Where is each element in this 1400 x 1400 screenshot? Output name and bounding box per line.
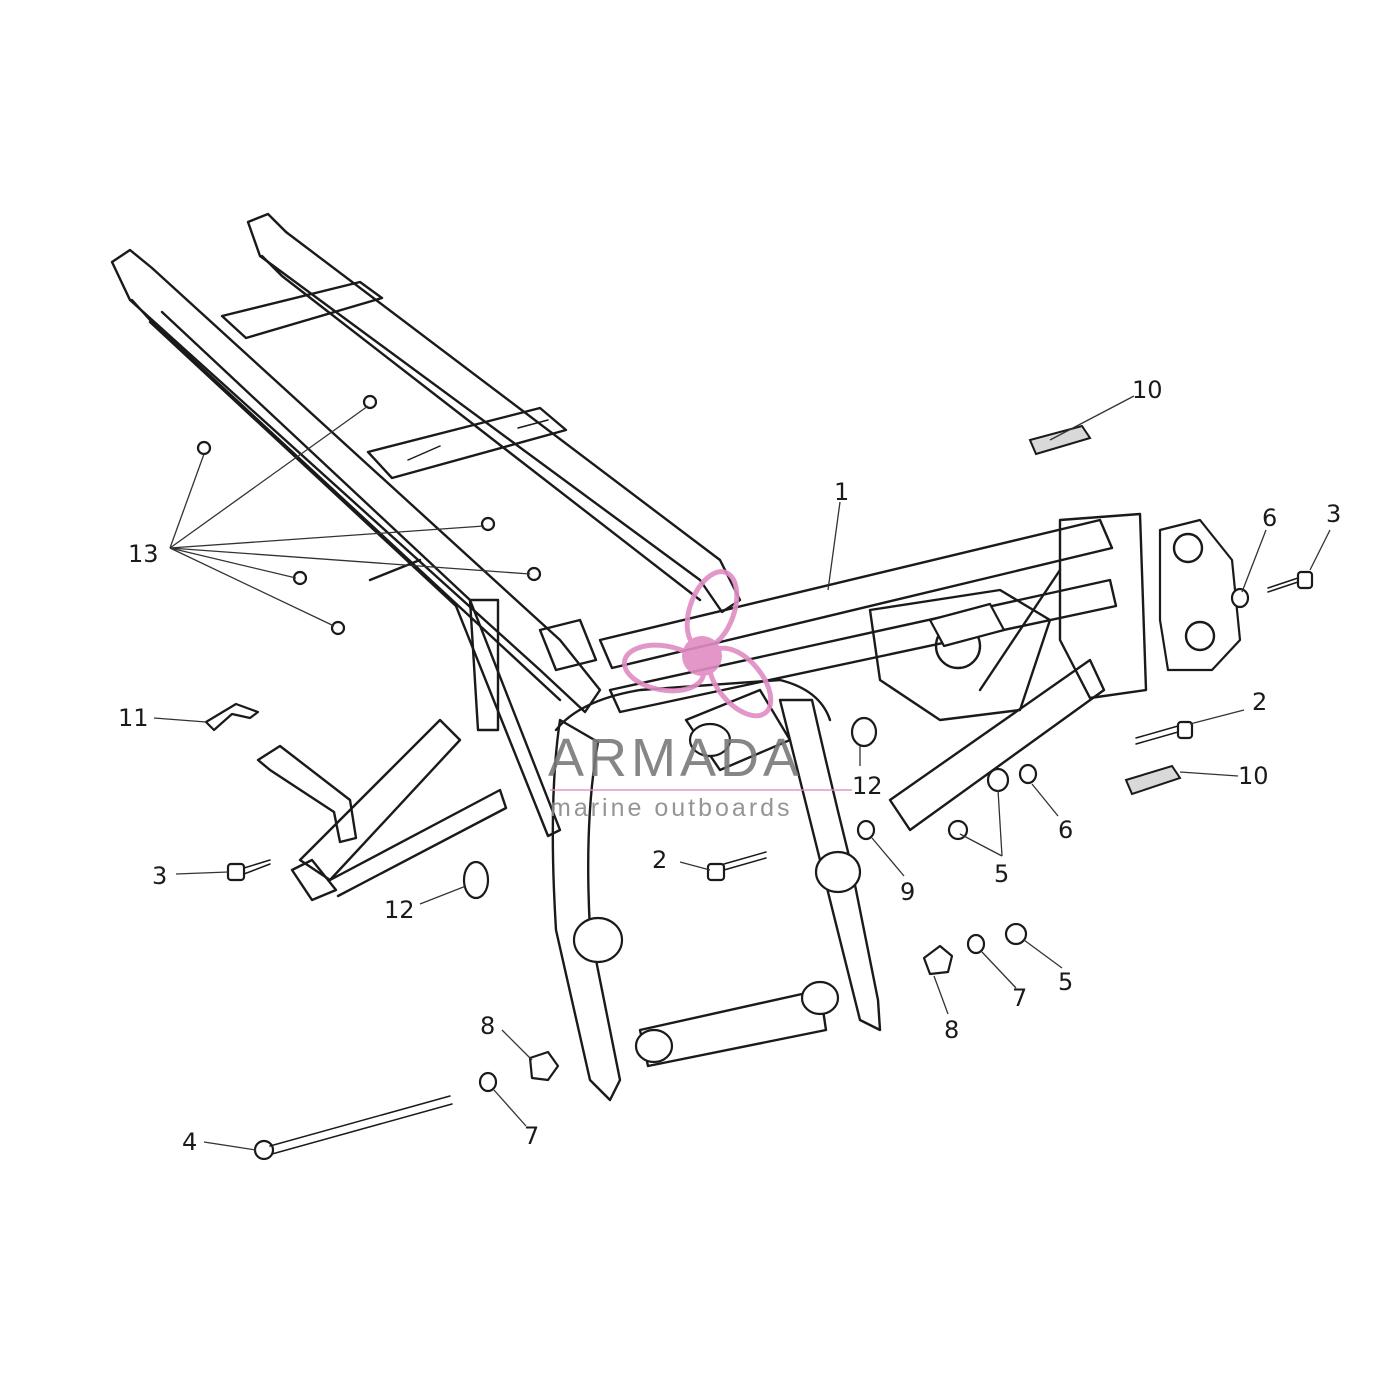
part-10-lower — [1124, 764, 1182, 796]
part-8-nut-b — [528, 1050, 560, 1082]
callout-12: 12 — [384, 896, 415, 924]
callout-7: 7 — [524, 1122, 539, 1150]
callout-4: 4 — [182, 1128, 197, 1156]
callout-5: 5 — [1058, 968, 1073, 996]
part-10-upper — [1028, 424, 1092, 456]
part-12-grommet-center — [850, 716, 878, 748]
main-frame — [110, 212, 1242, 1102]
callout-2: 2 — [652, 846, 667, 874]
watermark: ARMADA marine outboards — [548, 569, 852, 822]
watermark-brand: ARMADA — [548, 728, 803, 788]
callout-3: 3 — [1326, 500, 1341, 528]
part-8-nut-a — [922, 944, 954, 976]
part-12-grommet-left — [462, 860, 490, 900]
part-4-long-bolt — [253, 1095, 453, 1161]
callout-1: 1 — [834, 478, 849, 506]
callout-6: 6 — [1058, 816, 1073, 844]
callout-labels: 1 2 2 3 3 4 5 5 6 6 7 7 8 8 9 10 10 11 1… — [118, 376, 1341, 1156]
callout-8: 8 — [480, 1012, 495, 1040]
part-5-spacer-b — [986, 767, 1010, 793]
callout-10: 10 — [1132, 376, 1163, 404]
leader-lines — [153, 395, 1331, 1151]
part-6-washer-lower — [1018, 763, 1038, 785]
part-13-clip-f — [330, 620, 346, 636]
callout-5: 5 — [994, 860, 1009, 888]
callout-9: 9 — [900, 878, 915, 906]
callout-7: 7 — [1012, 984, 1027, 1012]
watermark-tagline: marine outboards — [550, 794, 793, 822]
part-11-bracket — [204, 702, 260, 732]
part-7-washer-a — [966, 933, 986, 955]
callout-13: 13 — [128, 540, 159, 568]
callout-11: 11 — [118, 704, 149, 732]
part-2-bolt-center — [706, 851, 767, 882]
part-6-washer-upper — [1230, 587, 1250, 609]
part-5-spacer-a — [947, 819, 969, 841]
callout-3: 3 — [152, 862, 167, 890]
part-13-clip-a — [362, 394, 378, 410]
part-13-clip-c — [480, 516, 496, 532]
callout-12: 12 — [852, 772, 883, 800]
part-5-spacer-c — [1004, 922, 1028, 946]
part-7-washer-b — [478, 1071, 498, 1093]
part-3-bolt-left — [226, 859, 271, 882]
part-3-bolt-right — [1267, 570, 1314, 593]
loose-parts — [196, 394, 1314, 1161]
callout-6: 6 — [1262, 504, 1277, 532]
part-9-washer — [856, 819, 876, 841]
callout-2: 2 — [1252, 688, 1267, 716]
part-13-clip-b — [196, 440, 212, 456]
callout-10: 10 — [1238, 762, 1269, 790]
propeller-logo — [621, 569, 774, 719]
part-2-bolt-right — [1135, 720, 1194, 745]
callout-8: 8 — [944, 1016, 959, 1044]
